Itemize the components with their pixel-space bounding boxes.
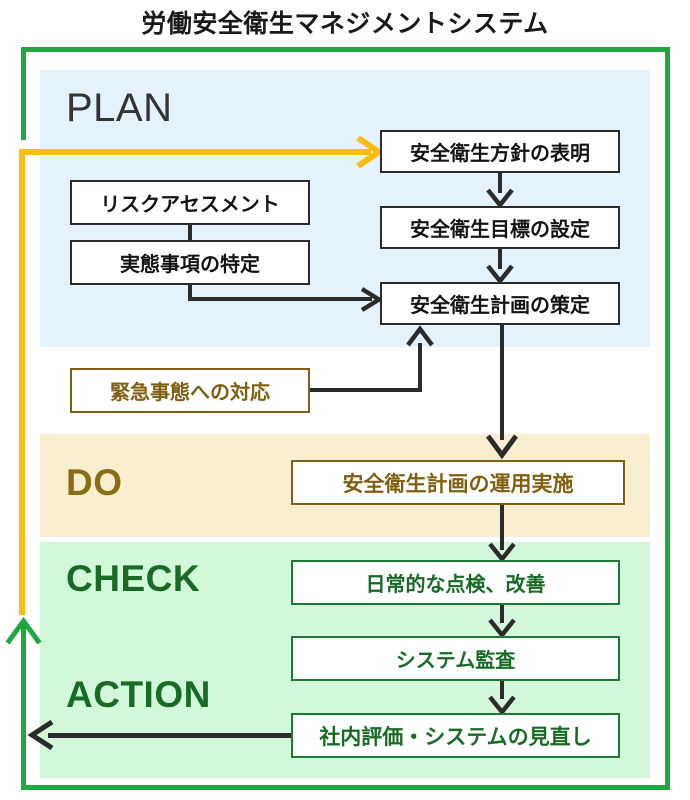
phase-label-plan: PLAN xyxy=(66,86,173,130)
connector-daily-to-audit-line xyxy=(500,605,504,623)
node-goal-setting[interactable]: 安全衛生目標の設定 xyxy=(380,206,620,249)
connector-plan-to-do-arrow-icon xyxy=(485,434,519,460)
connector-policy-to-goal-arrow-icon xyxy=(486,188,514,209)
node-do-operation[interactable]: 安全衛生計画の運用実施 xyxy=(291,460,625,505)
connector-emergency-horizontal-line xyxy=(310,388,422,392)
node-emergency-response[interactable]: 緊急事態への対応 xyxy=(70,368,310,413)
outer-frame-left-top-segment xyxy=(21,47,26,140)
node-plan-formulation[interactable]: 安全衛生計画の策定 xyxy=(380,282,620,325)
connector-audit-to-review-line xyxy=(500,681,504,699)
outer-frame xyxy=(21,47,670,790)
connector-review-to-left-line xyxy=(48,733,293,738)
connector-policy-to-goal-line xyxy=(498,173,502,193)
connector-audit-to-review-arrow-icon xyxy=(488,695,516,716)
connector-risk-to-actual-line xyxy=(188,225,192,241)
phase-label-check: CHECK xyxy=(66,558,201,599)
connector-emergency-to-plan-arrow-icon xyxy=(406,325,434,347)
yellow-return-line-vertical xyxy=(19,152,25,615)
yellow-return-arrow-icon xyxy=(356,135,385,169)
node-risk-assessment[interactable]: リスクアセスメント xyxy=(70,180,310,225)
outer-frame-left-bottom-segment xyxy=(21,624,26,790)
connector-actual-to-plan-line xyxy=(188,297,372,301)
feedback-loop-up-arrow-icon xyxy=(5,616,42,645)
node-internal-review[interactable]: 社内評価・システムの見直し xyxy=(291,713,620,758)
connector-actual-to-plan-arrow-icon xyxy=(360,287,384,312)
connector-actual-down-line xyxy=(188,285,192,301)
node-actual-identification[interactable]: 実態事項の特定 xyxy=(70,240,310,285)
phase-label-do: DO xyxy=(66,462,123,503)
phase-label-action: ACTION xyxy=(66,674,211,715)
connector-do-to-daily-line xyxy=(500,505,504,550)
yellow-return-line-horizontal xyxy=(19,149,371,155)
connector-daily-to-audit-arrow-icon xyxy=(488,618,516,639)
connector-do-to-daily-arrow-icon xyxy=(488,542,516,563)
node-policy-declaration[interactable]: 安全衛生方針の表明 xyxy=(380,130,620,173)
connector-plan-to-do-line xyxy=(500,325,504,440)
node-daily-inspection[interactable]: 日常的な点検、改善 xyxy=(291,560,620,605)
page-title: 労働安全衛生マネジメントシステム xyxy=(141,10,549,38)
connector-goal-to-plan-arrow-icon xyxy=(486,264,514,285)
connector-review-feedback-arrow-icon xyxy=(27,719,54,751)
connector-goal-to-plan-line xyxy=(498,249,502,269)
connector-emergency-vertical-line xyxy=(418,343,422,392)
node-system-audit[interactable]: システム監査 xyxy=(291,636,620,681)
